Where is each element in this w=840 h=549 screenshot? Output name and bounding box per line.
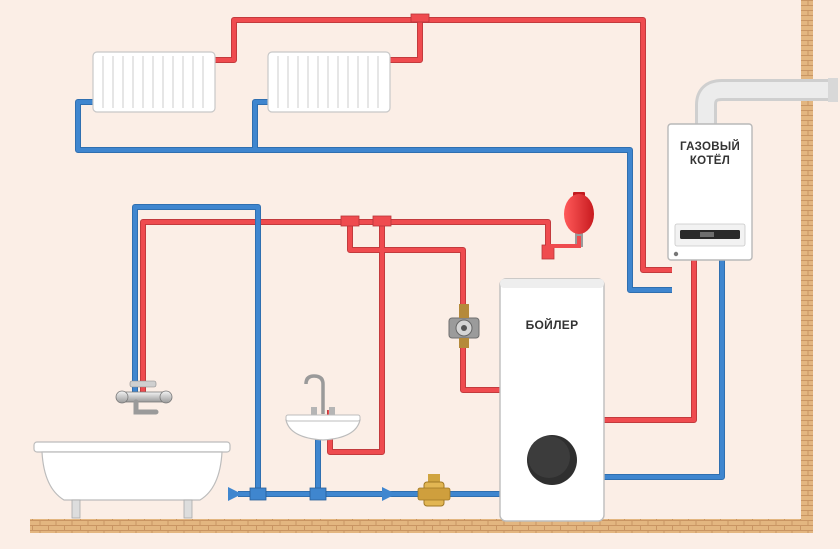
flow-arrow-icon xyxy=(382,487,396,501)
bathtub-icon xyxy=(33,441,231,519)
expansion-tank-icon xyxy=(546,192,594,252)
cold-pipes xyxy=(75,99,725,497)
boiler-label: БОЙЛЕР xyxy=(525,318,579,332)
shower-mixer-icon xyxy=(115,380,173,415)
gas-boiler-icon xyxy=(667,123,753,261)
gas-boiler-label: ГАЗОВЫЙ КОТЁЛ xyxy=(679,141,741,167)
brick-floor xyxy=(30,519,813,533)
water-heater-icon xyxy=(499,278,605,522)
radiator-icon xyxy=(267,51,391,113)
flow-arrow-icon xyxy=(228,487,242,501)
radiator-icon xyxy=(92,51,216,113)
sink-icon xyxy=(285,374,361,441)
brick-wall xyxy=(801,0,813,530)
valve-icon xyxy=(417,474,451,507)
circulation-pump-icon xyxy=(448,304,480,348)
hot-pipes xyxy=(140,17,697,455)
cold-fittings xyxy=(249,487,327,501)
chimney-icon xyxy=(695,78,838,126)
